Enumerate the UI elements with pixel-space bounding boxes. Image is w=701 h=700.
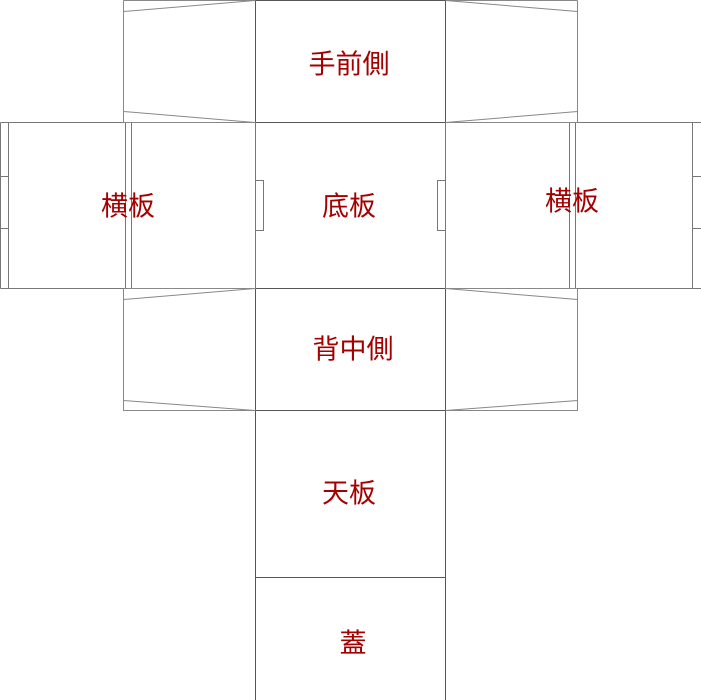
left-outer-edge xyxy=(0,122,9,289)
label-back-side: 背中側 xyxy=(312,334,394,366)
back-left-flap xyxy=(123,288,256,411)
label-side-left: 横板 xyxy=(101,191,155,223)
lid-panel xyxy=(255,577,446,700)
back-flaps xyxy=(123,288,578,411)
front-flaps xyxy=(123,0,578,123)
front-right-flap xyxy=(445,0,578,123)
label-front-side: 手前側 xyxy=(308,49,390,81)
left-bottom-tab xyxy=(255,180,264,231)
left-outer-flap xyxy=(8,122,126,289)
main-column xyxy=(255,0,446,700)
right-outer-flap xyxy=(575,122,693,289)
side-panels xyxy=(0,122,701,289)
label-bottom: 底板 xyxy=(322,191,376,223)
back-right-flap xyxy=(445,288,578,411)
label-side-right: 横板 xyxy=(545,186,599,218)
right-bottom-tab xyxy=(437,180,446,231)
right-outer-edge xyxy=(692,122,701,289)
label-top: 天板 xyxy=(322,478,376,510)
front-left-flap xyxy=(123,0,256,123)
label-lid: 蓋 xyxy=(339,628,367,660)
